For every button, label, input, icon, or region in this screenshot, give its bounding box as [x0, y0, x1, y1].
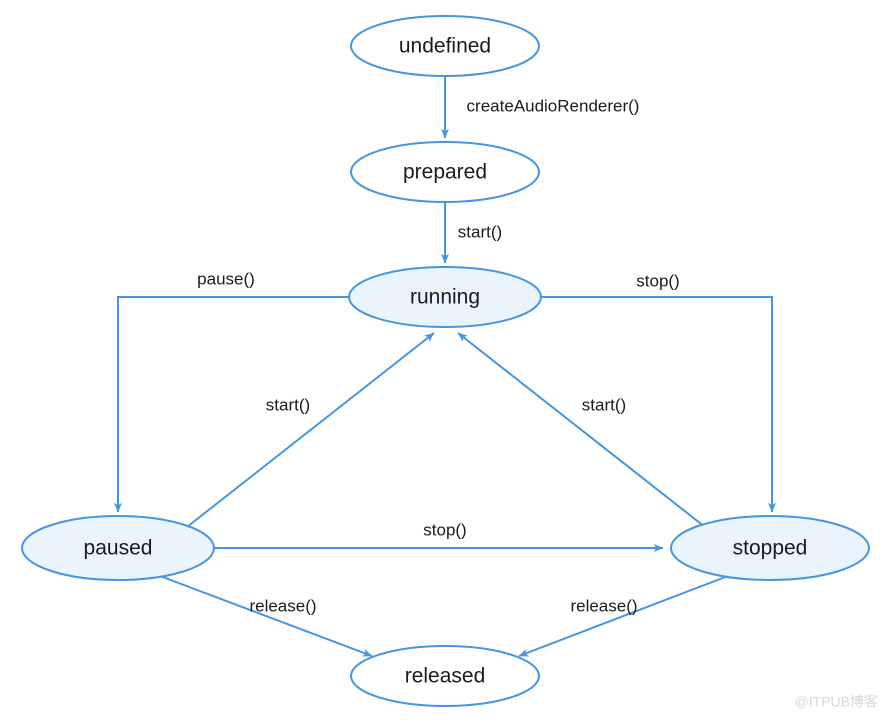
state-node-released[interactable]: released [350, 645, 540, 707]
edge-undefined-to-prepared: createAudioRenderer() [441, 76, 640, 139]
edge-paused-to-released: release() [159, 575, 373, 657]
node-label-prepared: prepared [403, 161, 487, 184]
edge-label-release-stopped: release() [570, 596, 637, 615]
edge-line [457, 332, 706, 528]
node-shape[interactable] [348, 266, 542, 328]
state-node-paused[interactable]: paused [21, 515, 215, 581]
state-node-running[interactable]: running [348, 266, 542, 328]
edge-label-start-prepared: start() [458, 222, 502, 241]
node-label-stopped: stopped [733, 537, 808, 560]
edge-label-start-stopped: start() [582, 395, 626, 414]
edge-layer: createAudioRenderer() start() pause() st… [114, 76, 776, 657]
node-label-running: running [410, 286, 480, 309]
edge-running-to-stopped: stop() [541, 271, 776, 513]
edge-line [159, 575, 373, 657]
edge-label-release-paused: release() [249, 596, 316, 615]
node-shape[interactable] [350, 141, 540, 203]
edge-running-to-paused: pause() [114, 269, 349, 513]
node-label-paused: paused [84, 537, 153, 560]
node-shape[interactable] [670, 515, 870, 581]
node-shape[interactable] [21, 515, 215, 581]
edge-line [541, 296, 776, 513]
edge-prepared-to-running: start() [441, 202, 502, 264]
edge-label-create-audio-renderer: createAudioRenderer() [467, 96, 640, 115]
edge-line [518, 575, 729, 657]
state-node-stopped[interactable]: stopped [670, 515, 870, 581]
edge-paused-to-stopped: stop() [214, 520, 664, 552]
edge-label-start-paused: start() [266, 395, 310, 414]
node-layer: undefined prepared running paused stoppe… [21, 15, 870, 707]
edge-line [114, 296, 349, 513]
state-node-undefined[interactable]: undefined [350, 15, 540, 77]
edge-stopped-to-released: release() [518, 575, 729, 657]
watermark-label: @ITPUB博客 [795, 694, 878, 710]
edge-label-stop-running: stop() [636, 271, 679, 290]
edge-label-pause: pause() [197, 269, 255, 288]
node-label-undefined: undefined [399, 35, 491, 58]
edge-line [186, 332, 435, 528]
node-shape[interactable] [350, 645, 540, 707]
state-node-prepared[interactable]: prepared [350, 141, 540, 203]
node-shape[interactable] [350, 15, 540, 77]
edge-stopped-to-running: start() [457, 332, 706, 528]
edge-paused-to-running: start() [186, 332, 435, 528]
edge-label-stop-paused: stop() [423, 520, 466, 539]
node-label-released: released [405, 665, 486, 688]
